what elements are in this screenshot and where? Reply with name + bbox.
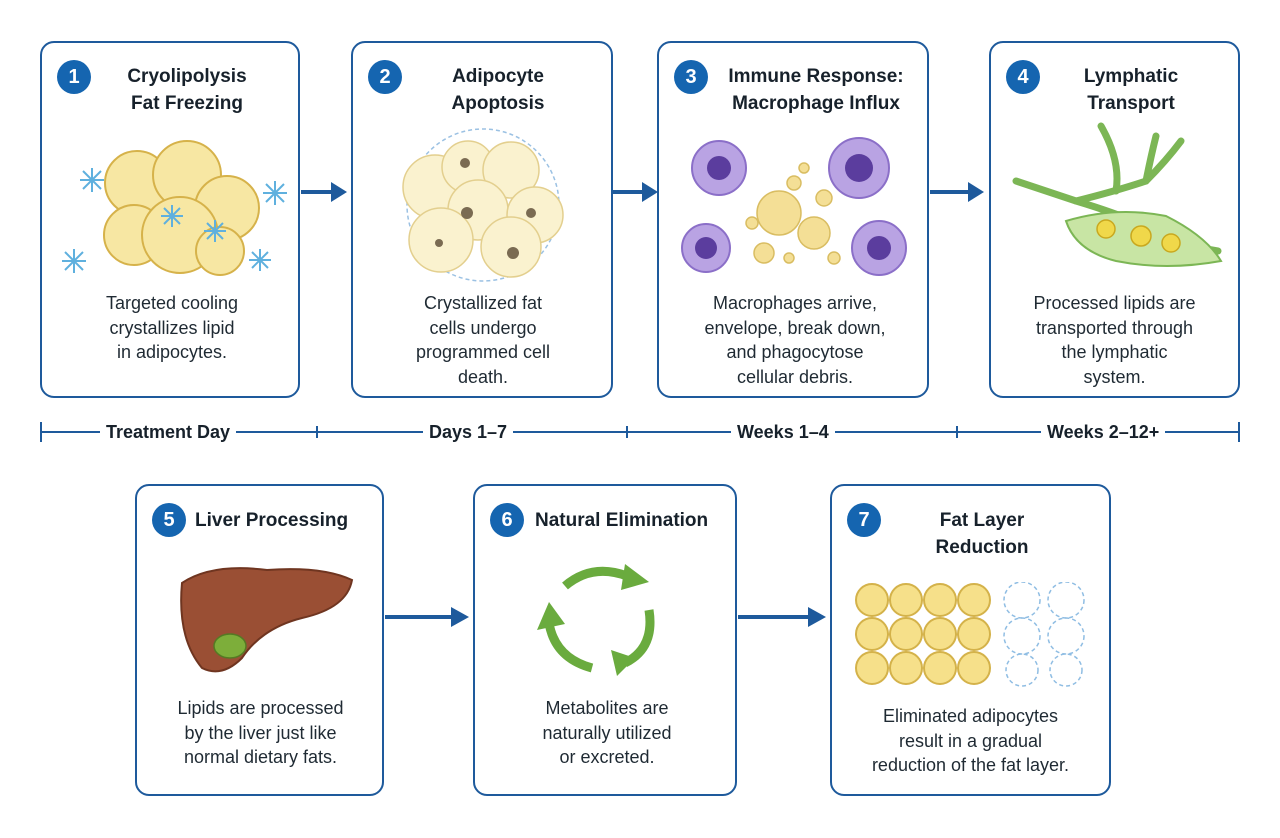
step-number-badge: 7 <box>847 503 881 537</box>
timeline-label: Weeks 1–4 <box>731 422 835 443</box>
step-title: Natural Elimination <box>535 510 709 531</box>
macrophage-illustration <box>681 137 907 276</box>
step-number-badge: 5 <box>152 503 186 537</box>
flow-arrow <box>301 182 347 202</box>
step-description: Eliminated adipocytes result in a gradua… <box>871 706 1070 775</box>
step-card-2: 2 Adipocyte Apoptosis Crystallized fat c… <box>351 41 613 398</box>
step-title: Adipocyte Apoptosis <box>451 66 545 114</box>
step-description: Macrophages arrive, envelope, break down… <box>704 293 886 387</box>
lymphatic-vessel-illustration <box>1012 122 1223 267</box>
step-title: Liver Processing <box>195 510 349 531</box>
timeline-label: Weeks 2–12+ <box>1041 422 1166 443</box>
recycle-arrows-icon <box>537 564 655 676</box>
step-description: Lipids are processed by the liver just l… <box>177 698 344 767</box>
step-title: Immune Response: Macrophage Influx <box>728 66 904 114</box>
step-number-badge: 4 <box>1006 60 1040 94</box>
step-card-6: 6 Natural Elimination Metabolites are na… <box>473 484 737 796</box>
flow-arrow <box>385 607 469 627</box>
step-description: Crystallized fat cells undergo programme… <box>415 293 551 387</box>
step-title: Fat Layer Reduction <box>935 510 1029 558</box>
step-number-badge: 6 <box>490 503 524 537</box>
step-card-7: 7 Fat Layer Reduction Eliminated adipocy… <box>830 484 1111 796</box>
step-description: Metabolites are naturally utilized or ex… <box>542 698 672 767</box>
step-number-badge: 3 <box>674 60 708 94</box>
step-card-3: 3 Immune Response: Macrophage Influx Mac… <box>657 41 929 398</box>
step-description: Processed lipids are transported through… <box>1033 293 1196 387</box>
flow-arrow <box>930 182 984 202</box>
timeline-label: Days 1–7 <box>423 422 514 443</box>
liver-illustration <box>180 567 354 673</box>
step-title: Cryolipolysis Fat Freezing <box>127 66 247 114</box>
step-card-4: 4 Lymphatic Transport Processed lipids a… <box>989 41 1240 398</box>
step-description: Targeted cooling crystallizes lipid in a… <box>105 293 239 362</box>
timeline-label: Treatment Day <box>100 422 237 443</box>
flow-arrow <box>738 607 826 627</box>
step-title: Lymphatic Transport <box>1083 66 1179 114</box>
timeline-axis <box>40 422 1240 442</box>
apoptosis-illustration <box>402 128 564 282</box>
snowflake-icon <box>62 168 287 273</box>
flow-arrow <box>612 182 658 202</box>
step-number-badge: 1 <box>57 60 91 94</box>
step-card-5: 5 Liver Processing Lipids are processed … <box>135 484 384 796</box>
fat-layer-reduction-illustration <box>855 582 1085 687</box>
step-card-1: 1 Cryolipolysis Fat Freezing Targeted co… <box>40 41 300 398</box>
fat-freezing-illustration <box>62 140 287 276</box>
step-number-badge: 2 <box>368 60 402 94</box>
